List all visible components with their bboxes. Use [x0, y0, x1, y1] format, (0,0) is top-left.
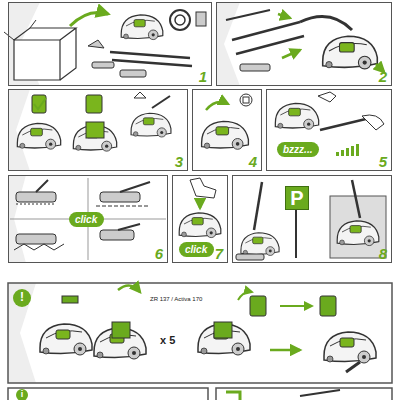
warning-mark: ! [20, 291, 24, 304]
next-panel [216, 388, 392, 400]
sound-bubble: bzzz... [277, 142, 319, 157]
sound-bubble: click [179, 242, 214, 257]
model-note: ZR 137 / Activa 170 [150, 296, 202, 303]
power-scene [275, 92, 384, 156]
step-number: 2 [379, 69, 387, 84]
foot-switch-scene [179, 178, 221, 238]
unpacking-scene [4, 10, 206, 80]
sound-word: click [185, 244, 207, 255]
next-step-arrow [226, 392, 240, 400]
step-panel: 2 [216, 2, 392, 86]
parking-scene [236, 180, 386, 260]
bag-change-panel [8, 283, 392, 383]
panel-stripes [8, 2, 240, 383]
next-step-tube [300, 390, 340, 396]
step-number: 7 [215, 246, 223, 261]
step-number: 8 [379, 246, 387, 261]
info-icon [16, 389, 28, 400]
step-panel: 5 bzzz... [266, 89, 392, 171]
step-panel: 4 [192, 89, 262, 171]
power-level-bars [336, 144, 359, 156]
assembly-scene [226, 10, 384, 72]
nozzle-scene [10, 178, 166, 260]
step-panel: 6 click [8, 175, 168, 263]
bag-check-scene [17, 92, 171, 151]
parking-sign: P [285, 186, 309, 210]
sign-letter: P [286, 187, 308, 209]
step-number: 5 [379, 154, 387, 169]
step-number: 6 [155, 246, 163, 261]
info-mark: i [21, 390, 24, 400]
step-panel: 1 [8, 2, 212, 86]
step-number: 4 [249, 154, 257, 169]
step-number: 1 [199, 69, 207, 84]
step-panel: 3 [8, 89, 188, 171]
bag-change-scene [13, 285, 376, 372]
sound-word: click [75, 214, 97, 225]
warning-icon [13, 289, 31, 307]
cord-scene [202, 94, 252, 149]
repeat-count: x 5 [160, 334, 175, 346]
step-panel: 7 click [172, 175, 228, 263]
sound-word: bzzz... [283, 144, 312, 155]
step-number: 3 [175, 154, 183, 169]
sound-bubble: click [69, 212, 104, 227]
step-panel: 8P [232, 175, 392, 263]
info-panel [8, 388, 208, 400]
